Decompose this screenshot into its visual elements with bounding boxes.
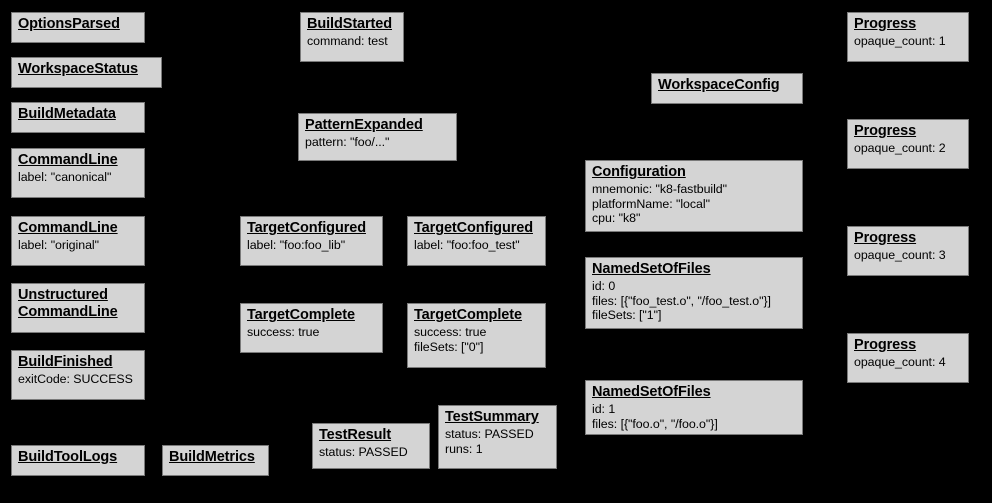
node-field: pattern: "foo/..." <box>305 135 390 150</box>
node-title: Progress <box>854 230 917 246</box>
node-title: PatternExpanded <box>305 117 423 133</box>
node-field: fileSets: ["1"] <box>592 308 662 323</box>
node-workspace-config[interactable]: WorkspaceConfig <box>651 73 803 104</box>
node-workspace-status[interactable]: WorkspaceStatus <box>11 57 162 88</box>
node-field: opaque_count: 4 <box>854 355 946 370</box>
node-title: NamedSetOfFiles <box>592 261 711 277</box>
node-field: label: "foo:foo_test" <box>414 238 520 253</box>
node-field: files: [{"foo.o", "/foo.o"}] <box>592 416 718 431</box>
node-field: id: 0 <box>592 279 616 294</box>
node-fields: opaque_count: 1 <box>854 34 962 49</box>
node-fields: opaque_count: 3 <box>854 248 962 263</box>
node-field: status: PASSED <box>319 445 408 460</box>
node-fields: command: test <box>307 34 397 49</box>
node-progress-4[interactable]: Progress opaque_count: 4 <box>847 333 969 383</box>
node-field: command: test <box>307 34 388 49</box>
node-fields: label: "foo:foo_test" <box>414 238 539 253</box>
node-fields: status: PASSED <box>319 445 423 460</box>
node-title: BuildMetrics <box>169 449 255 465</box>
node-test-result[interactable]: TestResult status: PASSED <box>312 423 430 469</box>
node-title: TestSummary <box>445 409 539 425</box>
node-title: WorkspaceStatus <box>18 61 138 77</box>
node-title: Progress <box>854 123 917 139</box>
node-field: id: 1 <box>592 402 616 417</box>
node-title: TargetComplete <box>247 307 355 323</box>
node-field: files: [{"foo_test.o", "/foo_test.o"}] <box>592 293 771 308</box>
node-progress-3[interactable]: Progress opaque_count: 3 <box>847 226 969 276</box>
node-fields: opaque_count: 2 <box>854 141 962 156</box>
node-build-started[interactable]: BuildStarted command: test <box>300 12 404 62</box>
node-title: BuildMetadata <box>18 106 116 122</box>
node-field: platformName: "local" <box>592 196 710 211</box>
node-title: Configuration <box>592 164 686 180</box>
node-fields: success: true <box>247 325 376 340</box>
node-title: TestResult <box>319 427 392 443</box>
node-title: BuildFinished <box>18 354 113 370</box>
node-title: NamedSetOfFiles <box>592 384 711 400</box>
node-command-line-canonical[interactable]: CommandLine label: "canonical" <box>11 148 145 198</box>
node-title: Progress <box>854 16 917 32</box>
node-field: mnemonic: "k8-fastbuild" <box>592 182 728 197</box>
node-fields: label: "foo:foo_lib" <box>247 238 376 253</box>
node-progress-1[interactable]: Progress opaque_count: 1 <box>847 12 969 62</box>
node-field: exitCode: SUCCESS <box>18 372 133 387</box>
node-progress-2[interactable]: Progress opaque_count: 2 <box>847 119 969 169</box>
node-fields: label: "original" <box>18 238 138 253</box>
node-fields: opaque_count: 4 <box>854 355 962 370</box>
node-field: success: true <box>247 325 320 340</box>
node-title: OptionsParsed <box>18 16 120 32</box>
node-title: TargetConfigured <box>414 220 533 236</box>
node-field: opaque_count: 1 <box>854 34 946 49</box>
node-build-finished[interactable]: BuildFinished exitCode: SUCCESS <box>11 350 145 400</box>
node-unstructured-command-line[interactable]: Unstructured CommandLine <box>11 283 145 333</box>
node-field: label: "canonical" <box>18 170 112 185</box>
node-title: Unstructured CommandLine <box>18 287 118 321</box>
node-field: label: "original" <box>18 238 99 253</box>
node-target-complete-foo-lib[interactable]: TargetComplete success: true <box>240 303 383 353</box>
node-fields: exitCode: SUCCESS <box>18 372 138 387</box>
node-field: status: PASSED <box>445 427 534 442</box>
node-build-tool-logs[interactable]: BuildToolLogs <box>11 445 145 476</box>
node-field: opaque_count: 2 <box>854 141 946 156</box>
node-target-configured-foo-test[interactable]: TargetConfigured label: "foo:foo_test" <box>407 216 546 266</box>
node-title: CommandLine <box>18 152 118 168</box>
node-build-metadata[interactable]: BuildMetadata <box>11 102 145 133</box>
node-field: opaque_count: 3 <box>854 248 946 263</box>
node-title: TargetComplete <box>414 307 522 323</box>
node-field: cpu: "k8" <box>592 211 641 226</box>
node-title: BuildStarted <box>307 16 393 32</box>
node-build-metrics[interactable]: BuildMetrics <box>162 445 269 476</box>
node-pattern-expanded[interactable]: PatternExpanded pattern: "foo/..." <box>298 113 457 161</box>
node-title: CommandLine <box>18 220 118 236</box>
node-options-parsed[interactable]: OptionsParsed <box>11 12 145 43</box>
node-title: WorkspaceConfig <box>658 77 780 93</box>
node-command-line-original[interactable]: CommandLine label: "original" <box>11 216 145 266</box>
node-title: Progress <box>854 337 917 353</box>
node-field: success: true <box>414 325 487 340</box>
node-field: label: "foo:foo_lib" <box>247 238 346 253</box>
node-fields: mnemonic: "k8-fastbuild"platformName: "l… <box>592 182 796 226</box>
node-configuration[interactable]: Configuration mnemonic: "k8-fastbuild"pla… <box>585 160 803 232</box>
node-fields: label: "canonical" <box>18 170 138 185</box>
node-field: fileSets: ["0"] <box>414 339 484 354</box>
node-target-configured-foo-lib[interactable]: TargetConfigured label: "foo:foo_lib" <box>240 216 383 266</box>
node-title: BuildToolLogs <box>18 449 118 465</box>
node-title: TargetConfigured <box>247 220 366 236</box>
node-field: runs: 1 <box>445 441 483 456</box>
node-fields: pattern: "foo/..." <box>305 135 450 150</box>
